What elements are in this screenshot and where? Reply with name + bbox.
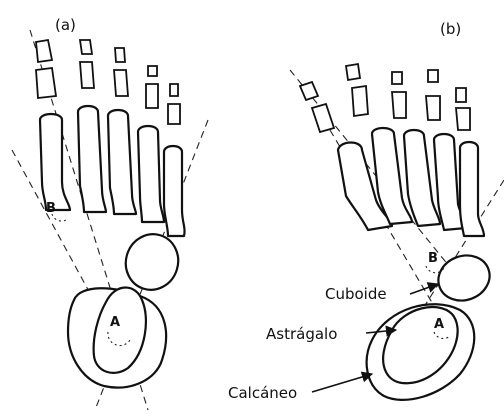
label-calcaneus: Calcáneo — [228, 384, 297, 402]
panel-b-phalanges — [300, 64, 470, 132]
label-cuboid: Cuboide — [325, 285, 387, 303]
panel-a-point-a: A — [110, 315, 120, 330]
panel-a-point-b: B — [46, 201, 56, 216]
panel-a-metatarsals — [40, 106, 185, 236]
panel-a: (a) B — [12, 16, 208, 410]
panel-a-label: (a) — [55, 16, 76, 34]
panel-b-label: (b) — [440, 20, 461, 38]
panel-a-cuboid — [119, 227, 186, 296]
panel-b-point-b: B — [428, 251, 438, 266]
leader-cuboid — [410, 284, 438, 294]
panel-a-phalanges — [36, 40, 180, 124]
panel-b: (b) B — [228, 20, 504, 402]
panel-b-metatarsals — [338, 128, 484, 236]
leader-calcaneus — [312, 374, 372, 392]
panel-b-point-a: A — [434, 317, 444, 332]
label-talus: Astrágalo — [266, 325, 337, 343]
